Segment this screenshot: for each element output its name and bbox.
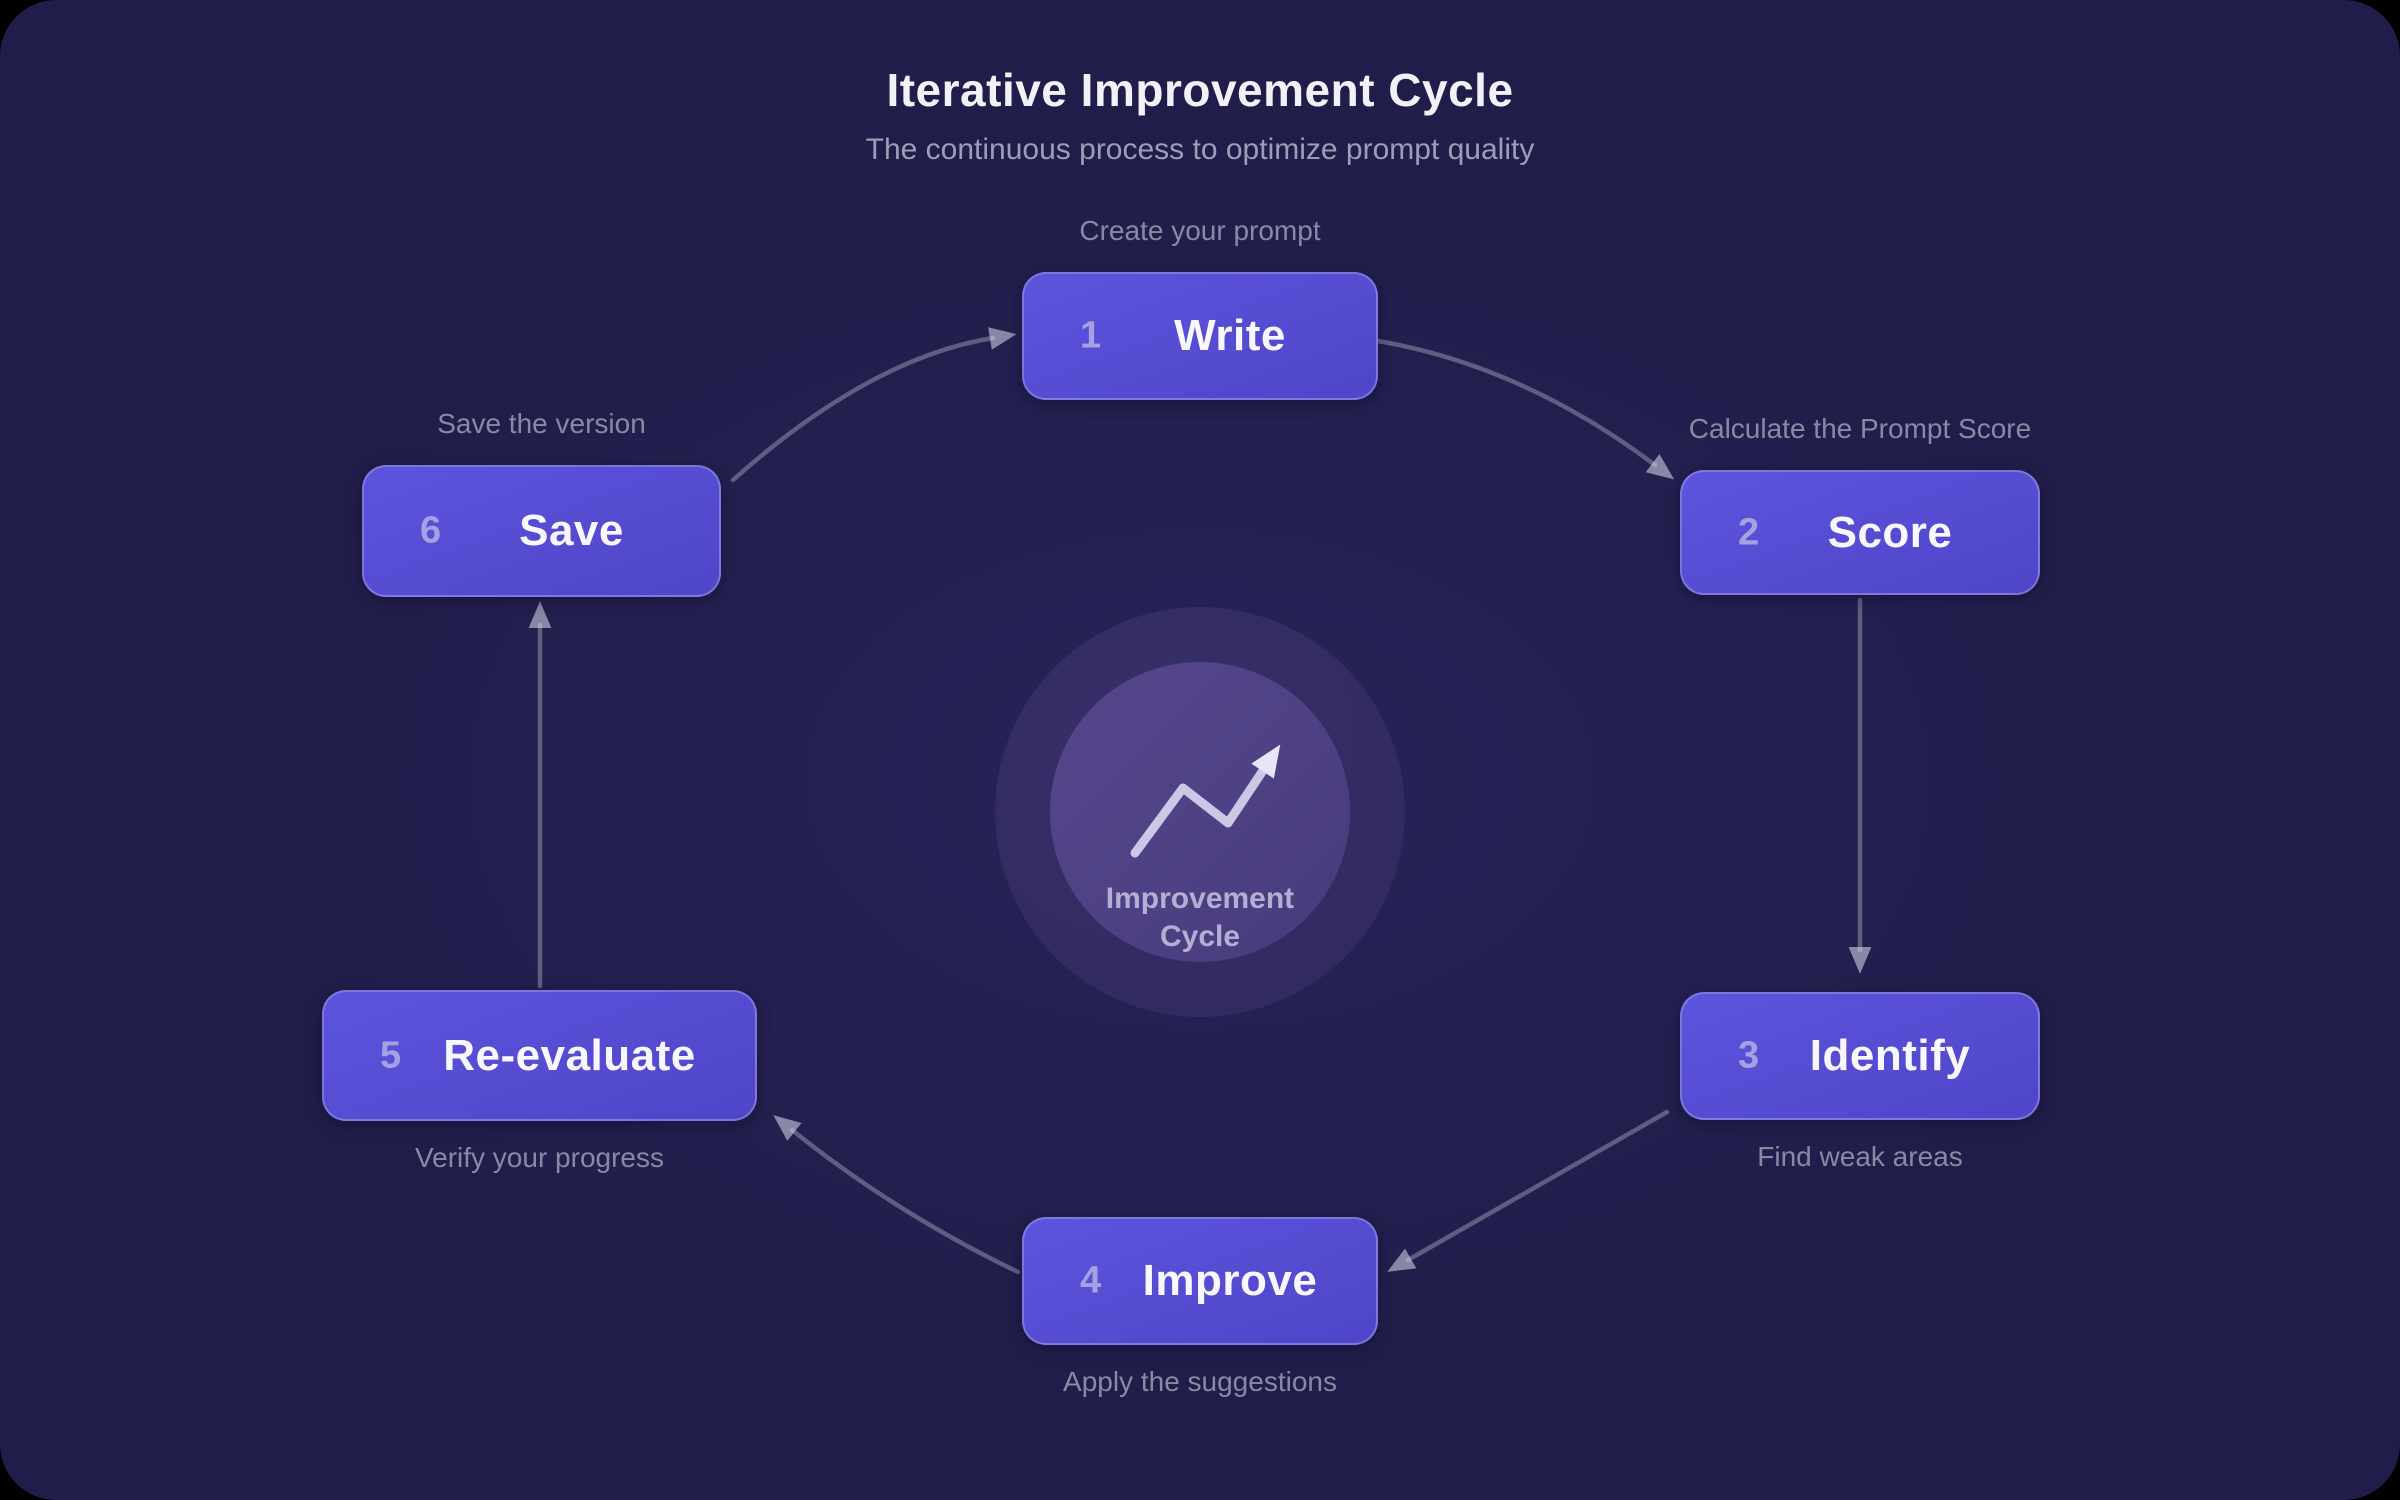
step-score-label: Score xyxy=(1827,507,1953,557)
step-save-number: 6 xyxy=(420,509,442,552)
center-circle: Improvement Cycle xyxy=(995,607,1405,1017)
step-score-number: 2 xyxy=(1738,511,1760,553)
step-improve-label: Improve xyxy=(1142,1256,1318,1305)
step-score-box: 2 Score xyxy=(1680,470,2040,595)
step-save-label: Save xyxy=(519,506,624,555)
center-inner-circle: Improvement Cycle xyxy=(1050,662,1350,962)
step-reevaluate-label: Re-evaluate xyxy=(443,1030,696,1080)
step-identify-label: Identify xyxy=(1809,1031,1971,1080)
trending-up-icon xyxy=(1130,744,1281,858)
step-improve: Apply the suggestions 4 Improve xyxy=(1022,1217,1378,1397)
header: Iterative Improvement Cycle The continuo… xyxy=(0,62,2400,168)
step-identify: Find weak areas 3 Identify xyxy=(1680,992,2040,1172)
step-reevaluate-box: 5 Re-evaluate xyxy=(322,990,757,1121)
arrow-identify-to-improve xyxy=(1387,1109,1670,1272)
step-improve-number: 4 xyxy=(1080,1259,1102,1302)
step-save-caption: Save the version xyxy=(437,408,646,439)
step-improve-box: 4 Improve xyxy=(1022,1217,1378,1345)
step-improve-caption: Apply the suggestions xyxy=(1063,1366,1337,1397)
page-title: Iterative Improvement Cycle xyxy=(886,64,1514,116)
step-score-caption: Calculate the Prompt Score xyxy=(1688,413,2032,444)
arrow-improve-to-reevaluate xyxy=(773,1115,1021,1275)
page-subtitle: The continuous process to optimize promp… xyxy=(865,133,1535,166)
step-write-number: 1 xyxy=(1080,314,1102,357)
step-identify-box: 3 Identify xyxy=(1680,992,2040,1120)
arrow-write-to-score xyxy=(1375,338,1675,480)
step-write-label: Write xyxy=(1174,311,1286,360)
step-write-box: 1 Write xyxy=(1022,272,1378,400)
step-identify-number: 3 xyxy=(1738,1034,1760,1077)
step-reevaluate-caption: Verify your progress xyxy=(415,1142,664,1173)
step-save-box: 6 Save xyxy=(362,465,721,597)
step-write-caption: Create your prompt xyxy=(1079,215,1321,246)
step-save: Save the version 6 Save xyxy=(362,408,721,597)
arrow-save-to-write xyxy=(730,327,1017,483)
step-score: Calculate the Prompt Score 2 Score xyxy=(1680,413,2040,595)
step-identify-caption: Find weak areas xyxy=(1757,1141,1963,1172)
center-label-line1: Improvement xyxy=(1105,882,1295,915)
step-write: Create your prompt 1 Write xyxy=(1022,215,1378,400)
center-label: Improvement Cycle xyxy=(1050,880,1350,956)
step-reevaluate-number: 5 xyxy=(380,1034,402,1076)
center-label-line2: Cycle xyxy=(1159,920,1241,953)
step-reevaluate: Verify your progress 5 Re-evaluate xyxy=(322,990,757,1173)
